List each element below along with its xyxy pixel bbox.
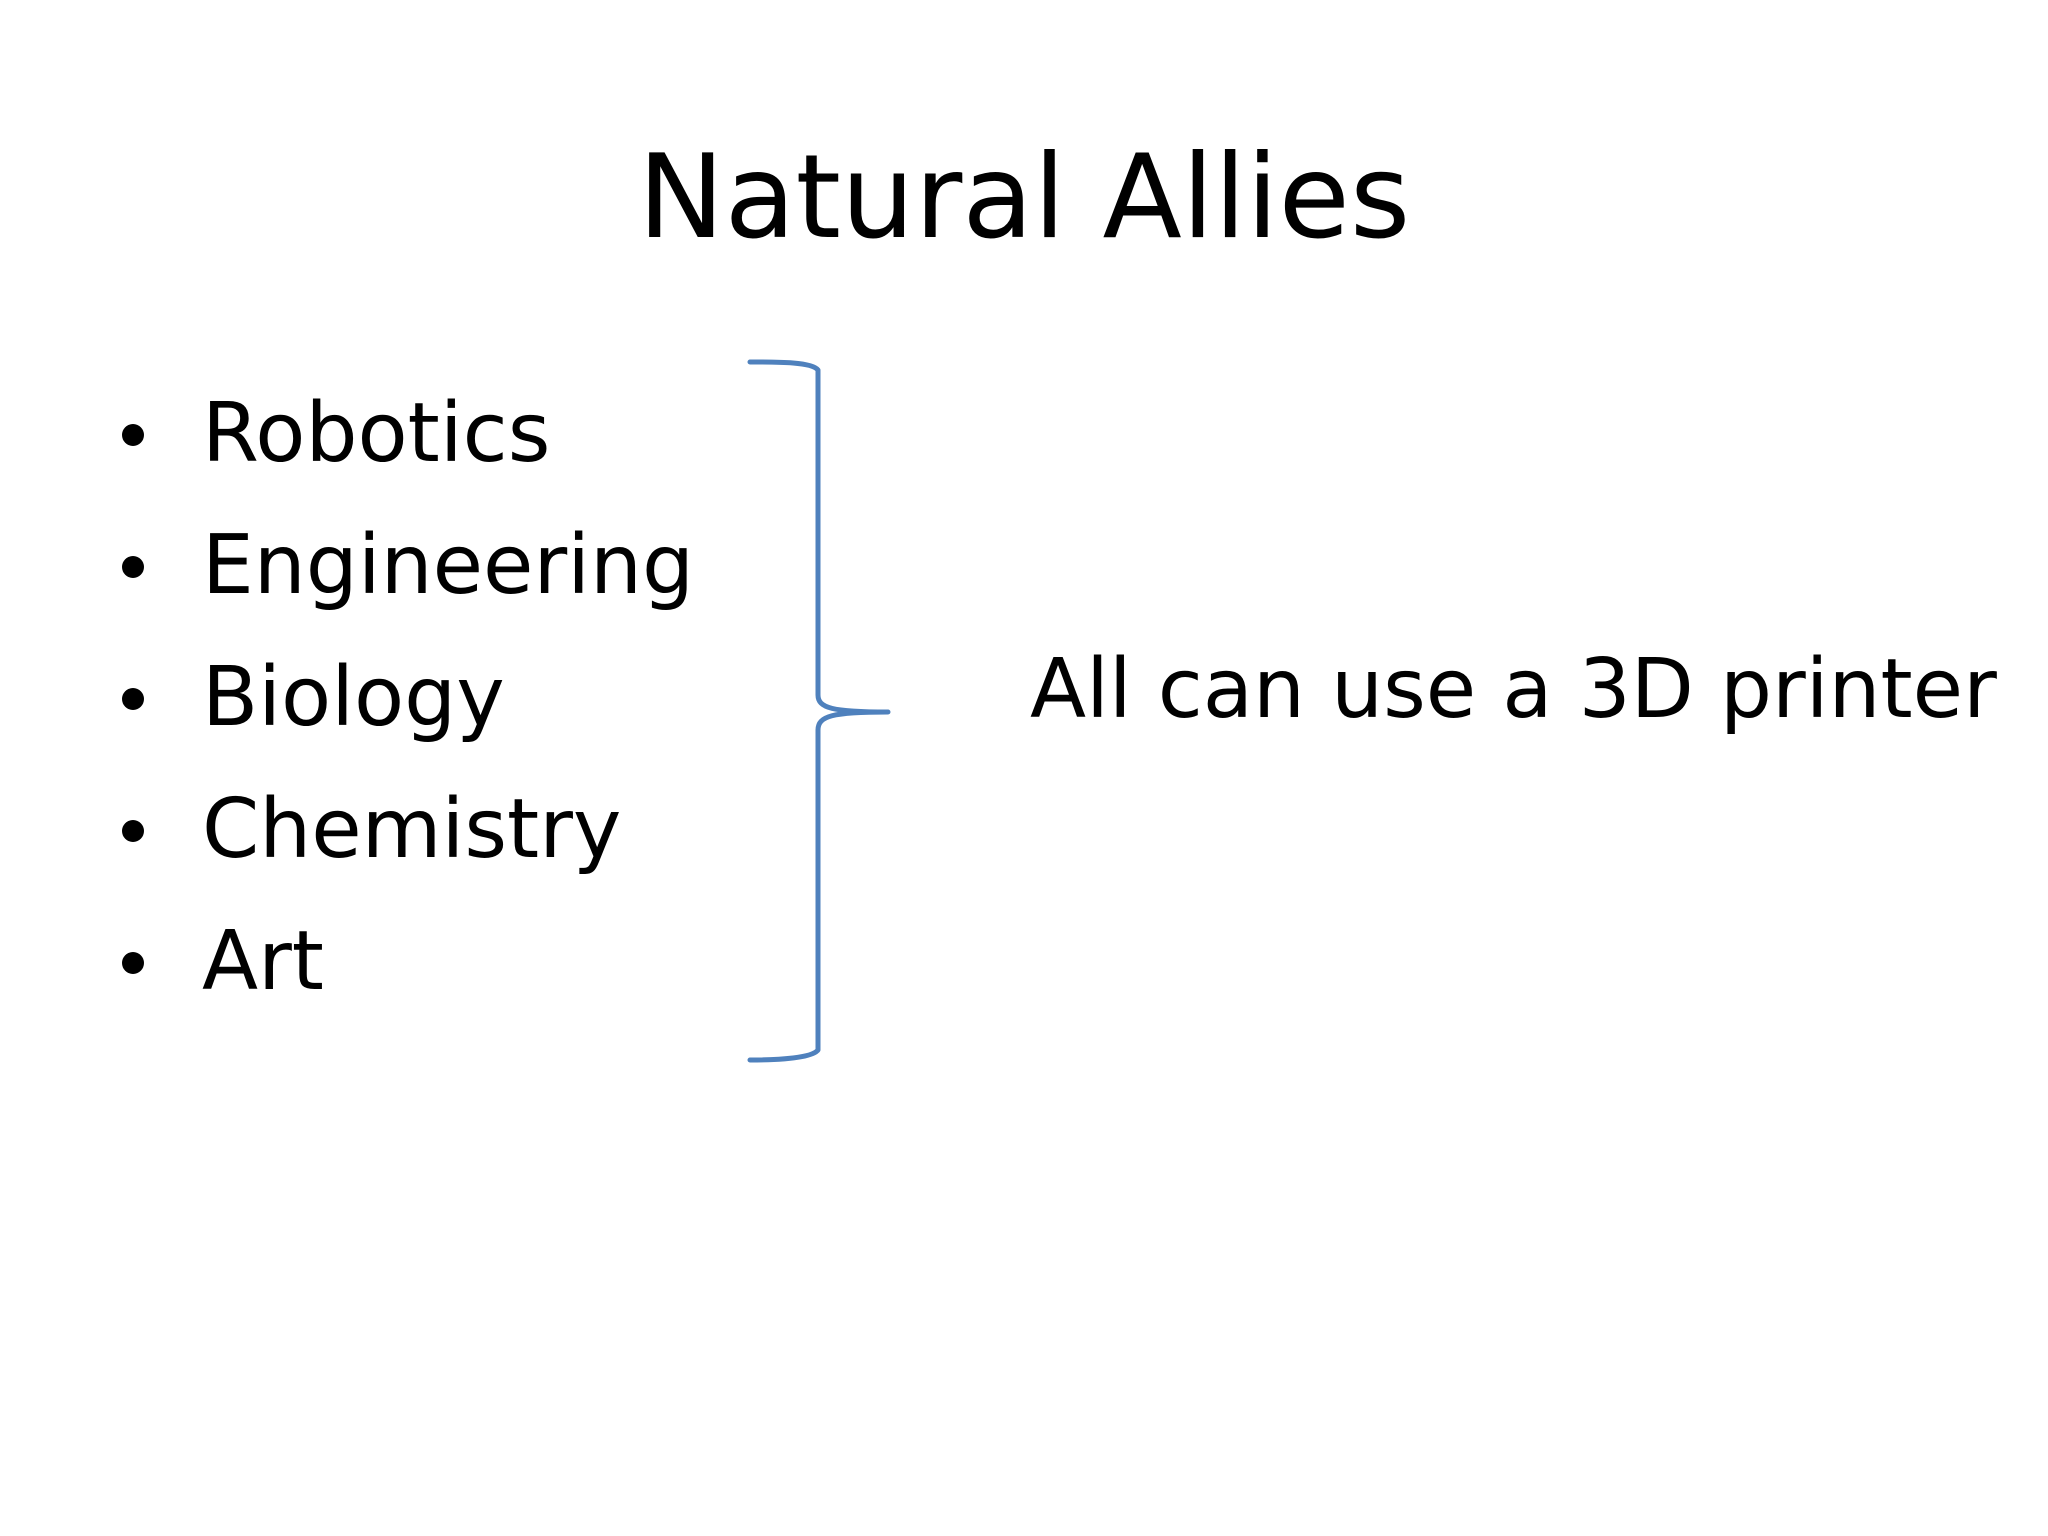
bullet-dot-icon [122,688,144,710]
bullet-label: Engineering [202,518,694,613]
bullet-dot-icon [122,556,144,578]
summary-text: All can use a 3D printer [1030,642,1997,737]
bullet-dot-icon [122,952,144,974]
bullet-label: Robotics [202,386,551,481]
bullet-dot-icon [122,424,144,446]
bullet-dot-icon [122,820,144,842]
bullet-label: Chemistry [202,782,622,877]
slide-title: Natural Allies [637,130,1411,265]
bullet-label: Biology [202,650,505,745]
right-curly-brace-icon [747,359,891,1063]
bullet-label: Art [202,914,324,1009]
